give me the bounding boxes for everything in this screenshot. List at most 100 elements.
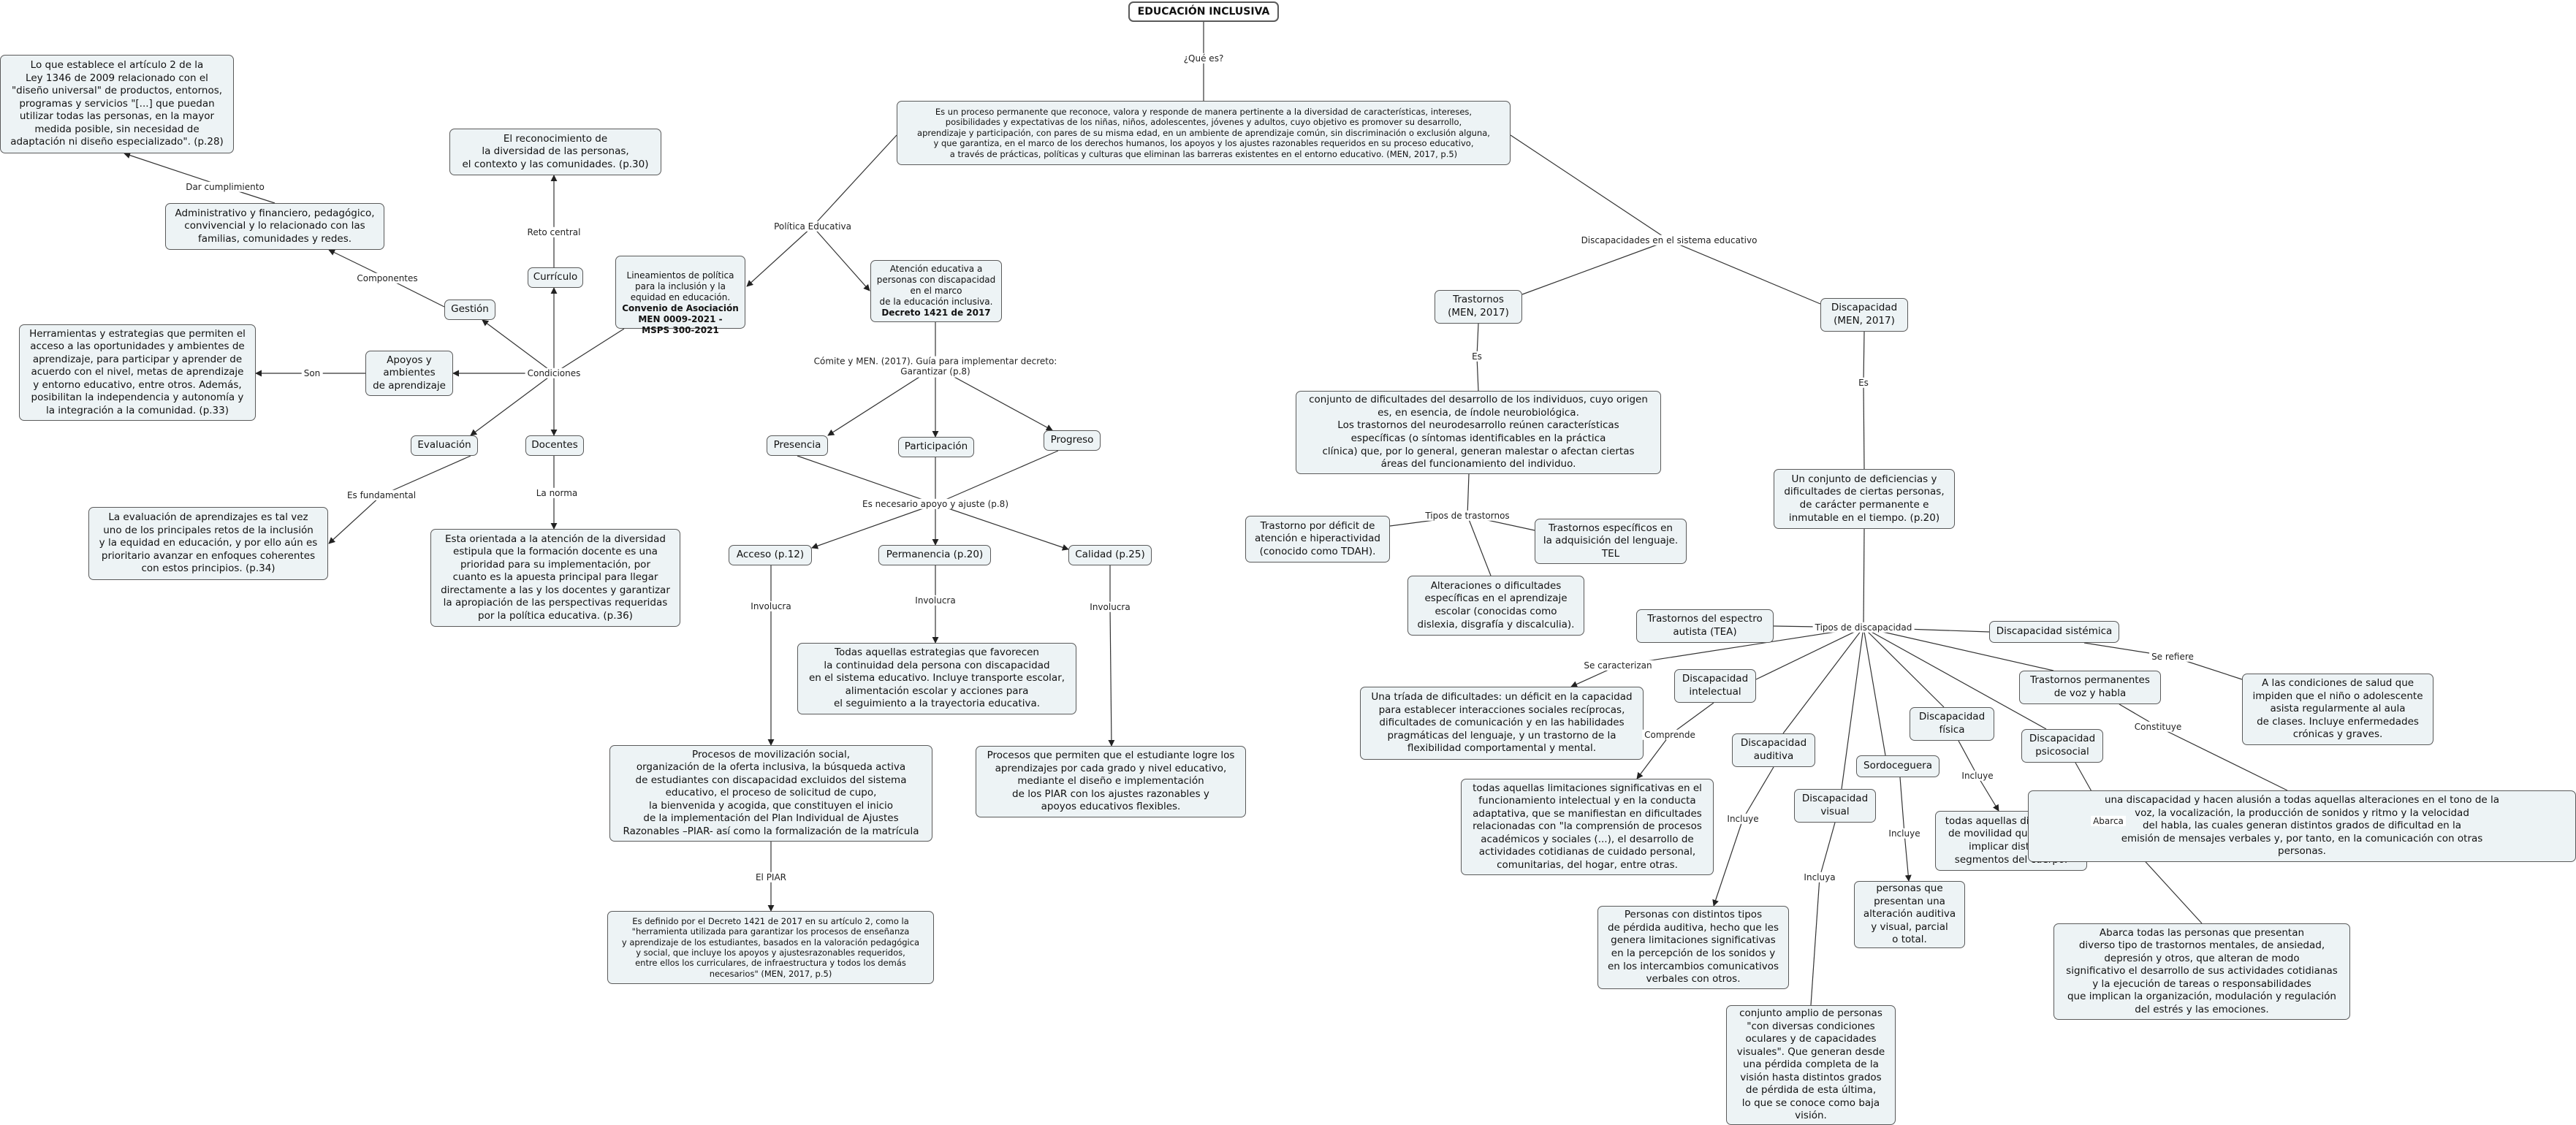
label-involucra-calidad: Involucra: [1087, 601, 1133, 613]
connector-line: [124, 152, 226, 188]
label-abarca: Abarca: [2091, 815, 2126, 827]
label-se-caracterizan: Se caracterizan: [1581, 660, 1654, 671]
label-son: Son: [301, 367, 323, 379]
tea-node[interactable]: Trastornos del espectro autista (TEA): [1636, 609, 1774, 643]
connector-line: [1636, 734, 1671, 779]
label-es-discapacidad: Es: [1856, 377, 1871, 389]
connector-line: [1863, 627, 1945, 708]
label-tipos-trastornos: Tipos de trastornos: [1423, 510, 1512, 522]
connector-line: [1841, 627, 1864, 790]
label-reto-central: Reto central: [525, 226, 583, 238]
label-incluye-fisica: Incluye: [1959, 770, 1996, 782]
connector-line: [811, 503, 936, 549]
connector-line: [553, 328, 625, 374]
psicosocial-node[interactable]: Discapacidad psicosocial: [2021, 729, 2103, 763]
orientada-node[interactable]: Esta orientada a la atención de la diver…: [430, 529, 680, 627]
tdah-node[interactable]: Trastorno por déficit de atención e hipe…: [1245, 516, 1390, 562]
herramientas-node[interactable]: Herramientas y estrategias que permiten …: [19, 324, 256, 421]
todas-estrategias-node[interactable]: Todas aquellas estrategias que favorecen…: [797, 643, 1076, 714]
curriculo-node[interactable]: Currículo: [528, 267, 583, 288]
calidad-node[interactable]: Calidad (p.25): [1068, 545, 1152, 565]
apoyos-node[interactable]: Apoyos y ambientes de aprendizaje: [365, 351, 453, 396]
label-incluya-visual: Incluya: [1801, 872, 1838, 883]
reconocimiento-node[interactable]: El reconocimiento de la diversidad de la…: [449, 129, 661, 175]
triada-node[interactable]: Una tríada de dificultades: un déficit e…: [1360, 687, 1644, 760]
label-dar-cumplimiento: Dar cumplimiento: [183, 181, 267, 193]
label-comite: Cómite y MEN. (2017). Guía para implemen…: [811, 356, 1060, 378]
label-que-es: ¿Qué es?: [1181, 53, 1226, 64]
connector-line: [1863, 627, 1886, 756]
definition-node[interactable]: Es un proceso permanente que reconoce, v…: [897, 101, 1511, 165]
un-conjunto-node[interactable]: Un conjunto de deficiencias y dificultad…: [1774, 469, 1955, 529]
tel-node[interactable]: Trastornos específicos en la adquisición…: [1535, 519, 1687, 564]
connector-line: [1510, 134, 1670, 241]
acceso-node[interactable]: Acceso (p.12): [729, 545, 812, 565]
piar-node[interactable]: Es definido por el Decreto 1421 de 2017 …: [607, 911, 934, 984]
alteracion-auditiva-visual-node[interactable]: personas que presentan una alteración au…: [1854, 881, 1965, 948]
alteraciones-node[interactable]: Alteraciones o dificultades específicas …: [1407, 576, 1584, 636]
label-condiciones: Condiciones: [525, 367, 583, 379]
connector-line: [935, 366, 1053, 431]
trastornos-node[interactable]: Trastornos (MEN, 2017): [1435, 290, 1522, 324]
connector-line: [1668, 240, 1821, 305]
label-constituye: Constituye: [2132, 721, 2184, 733]
label-involucra-permanencia: Involucra: [913, 595, 958, 606]
condiciones-salud-node[interactable]: A las condiciones de salud que impiden q…: [2242, 674, 2433, 745]
connector-line: [328, 495, 382, 544]
label-comprende: Comprende: [1642, 729, 1698, 741]
limitaciones-node[interactable]: todas aquellas limitaciones significativ…: [1461, 779, 1714, 875]
auditiva-node[interactable]: Discapacidad auditiva: [1732, 733, 1815, 767]
voz-habla-node[interactable]: Trastornos permanentes de voz y habla: [2019, 671, 2161, 704]
connector-line: [1863, 331, 1865, 384]
conjunto-amplio-node[interactable]: conjunto amplio de personas "con diversa…: [1726, 1005, 1896, 1125]
connector-line: [381, 455, 471, 496]
connector-line: [1521, 240, 1670, 295]
connector-line: [1467, 473, 1470, 516]
connector-line: [812, 226, 870, 291]
administrativo-node[interactable]: Administrativo y financiero, pedagógico,…: [165, 203, 384, 250]
label-se-refiere: Se refiere: [2149, 651, 2196, 663]
connector-line: [1819, 822, 1836, 878]
connector-line: [1863, 627, 2054, 671]
connector-line: [470, 373, 555, 436]
connector-line: [1863, 382, 1865, 470]
permanencia-node[interactable]: Permanencia (p.20): [878, 545, 991, 565]
presencia-node[interactable]: Presencia: [767, 435, 828, 456]
evaluacion-text-node[interactable]: La evaluación de aprendizajes es tal vez…: [88, 507, 328, 580]
connector-line: [1617, 627, 1864, 666]
articulo-node[interactable]: Lo que establece el artículo 2 de la Ley…: [0, 55, 234, 153]
sordoceguera-node[interactable]: Sordoceguera: [1856, 755, 1939, 777]
gestion-node[interactable]: Gestión: [444, 300, 495, 320]
sistemica-node[interactable]: Discapacidad sistémica: [1989, 621, 2119, 643]
discapacidad-node[interactable]: Discapacidad (MEN, 2017): [1820, 298, 1908, 332]
participacion-node[interactable]: Participación: [898, 437, 974, 457]
label-incluye-auditiva: Incluye: [1725, 813, 1761, 825]
connector-line: [1863, 627, 2047, 730]
connector-line: [1467, 515, 1492, 576]
procesos-logre-node[interactable]: Procesos que permiten que el estudiante …: [976, 746, 1246, 817]
connector-line: [1108, 606, 1115, 747]
visual-node[interactable]: Discapacidad visual: [1794, 789, 1876, 823]
root-node[interactable]: EDUCACIÓN INCLUSIVA: [1128, 1, 1279, 22]
label-es-necesario: Es necesario apoyo y ajuste (p.8): [859, 498, 1011, 510]
label-el-piar: El PIAR: [753, 872, 789, 883]
connector-line: [1476, 323, 1479, 357]
una-discapacidad-node[interactable]: una discapacidad y hacen alusión a todas…: [2028, 790, 2576, 862]
connector-line: [2157, 726, 2288, 791]
intelectual-node[interactable]: Discapacidad intelectual: [1674, 669, 1756, 703]
abarca-texto-node[interactable]: Abarca todas las personas que presentan …: [2053, 923, 2350, 1020]
fisica-node[interactable]: Discapacidad física: [1910, 707, 1994, 741]
label-discapacidades-sistema: Discapacidades en el sistema educativo: [1578, 234, 1760, 246]
perdida-auditiva-node[interactable]: Personas con distintos tipos de pérdida …: [1597, 906, 1789, 989]
procesos-movilizacion-node[interactable]: Procesos de movilización social, organiz…: [609, 745, 932, 842]
label-involucra-acceso: Involucra: [748, 600, 794, 612]
docentes-node[interactable]: Docentes: [525, 435, 584, 456]
progreso-node[interactable]: Progreso: [1044, 430, 1101, 451]
evaluacion-node[interactable]: Evaluación: [411, 435, 478, 456]
connector-line: [1476, 356, 1479, 392]
label-tipos-discapacidad: Tipos de discapacidad: [1812, 622, 1915, 633]
conjunto-dificultades-node[interactable]: conjunto de dificultades del desarrollo …: [1296, 391, 1661, 474]
